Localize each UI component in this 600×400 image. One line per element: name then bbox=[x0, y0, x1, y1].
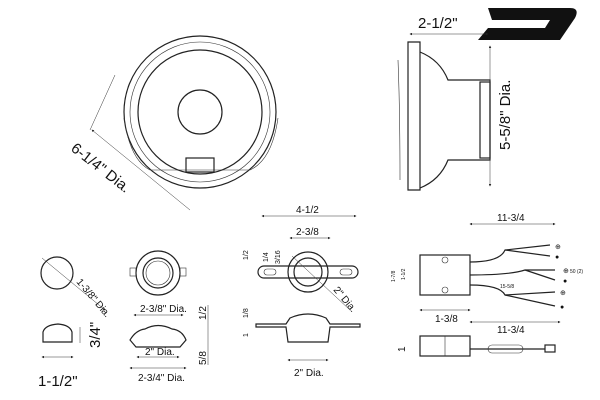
crossover-height-outer-label: 1-7/8 bbox=[391, 270, 397, 282]
tweeter-small-dia-label: 1-3/8" Dia. bbox=[74, 277, 113, 320]
bracket-total-width-label: 4-1/2 bbox=[296, 205, 319, 216]
crossover-height-inner-label: 1-1/2 bbox=[401, 268, 407, 280]
bracket-flange-label: 1/8 bbox=[243, 308, 250, 318]
tweeter-small-width-label: 1-1/2" bbox=[38, 373, 78, 390]
cup-outer-dia-label: 2-3/4" Dia. bbox=[138, 373, 185, 384]
crossover-width-label: 1-3/8 bbox=[435, 314, 458, 325]
cup-bottom-height-label: 5/8 bbox=[198, 351, 209, 365]
crossover-minus-2: ● bbox=[563, 278, 567, 285]
woofer-front-view: 6-1/4" Dia. bbox=[68, 35, 279, 211]
bracket-slot-b-label: 3/16 bbox=[275, 250, 282, 264]
woofer-mount-dia-label: 5-5/8" Dia. bbox=[497, 80, 514, 150]
crossover-tap-label: 50 (2) bbox=[570, 269, 583, 275]
tweeter-cup: 2-3/8" Dia. 2" Dia. 2-3/4" Dia. 1/2 5/8 bbox=[129, 250, 209, 384]
crossover-minus-1: ● bbox=[555, 254, 559, 261]
crossover-wire-top-label: 11-3/4 bbox=[497, 213, 525, 224]
cup-top-height-label: 1/2 bbox=[198, 306, 209, 320]
bracket-height-label: 1/2 bbox=[243, 250, 250, 260]
crossover-plus-1: ⊕ bbox=[555, 244, 561, 251]
crossover-plus-2: ⊕ bbox=[563, 268, 569, 275]
bracket-bottom-dia-label: 2" Dia. bbox=[294, 368, 324, 379]
crossover-thickness-label: 1 bbox=[397, 346, 408, 352]
bracket-dia-label: 2" Dia. bbox=[331, 285, 359, 315]
bracket-slot-a-label: 1/4 bbox=[263, 252, 270, 262]
tweeter-bracket: 4-1/2 2-3/8 2" Dia. 1/2 1/4 3/16 1/8 1 2… bbox=[243, 205, 361, 379]
tweeter-small: 1-3/8" Dia. 3/4" 1-1/2" bbox=[38, 256, 113, 390]
woofer-outer-dia-label: 6-1/4" Dia. bbox=[68, 140, 134, 197]
tweeter-small-height-label: 3/4" bbox=[87, 322, 104, 348]
cup-inner-dia-label: 2" Dia. bbox=[145, 347, 175, 358]
crossover-network: 11-3/4 ⊕ ● ⊕ 50 (2) ● ⊕ ● 15-5/8 1-7/8 1… bbox=[391, 213, 583, 357]
crossover-minus-3: ● bbox=[560, 304, 564, 311]
crossover-wire-mid-label: 15-5/8 bbox=[500, 284, 514, 290]
crossover-plus-3: ⊕ bbox=[560, 290, 566, 297]
cup-top-dia-label: 2-3/8" Dia. bbox=[140, 304, 187, 315]
brand-logo bbox=[478, 8, 577, 40]
woofer-side-view: 2-1/2" 5-5/8" Dia. bbox=[397, 15, 514, 191]
bracket-depth-label: 1 bbox=[243, 333, 250, 337]
bracket-center-width-label: 2-3/8 bbox=[296, 227, 319, 238]
woofer-depth-label: 2-1/2" bbox=[418, 15, 458, 32]
crossover-wire-bottom-label: 11-3/4 bbox=[497, 325, 525, 336]
